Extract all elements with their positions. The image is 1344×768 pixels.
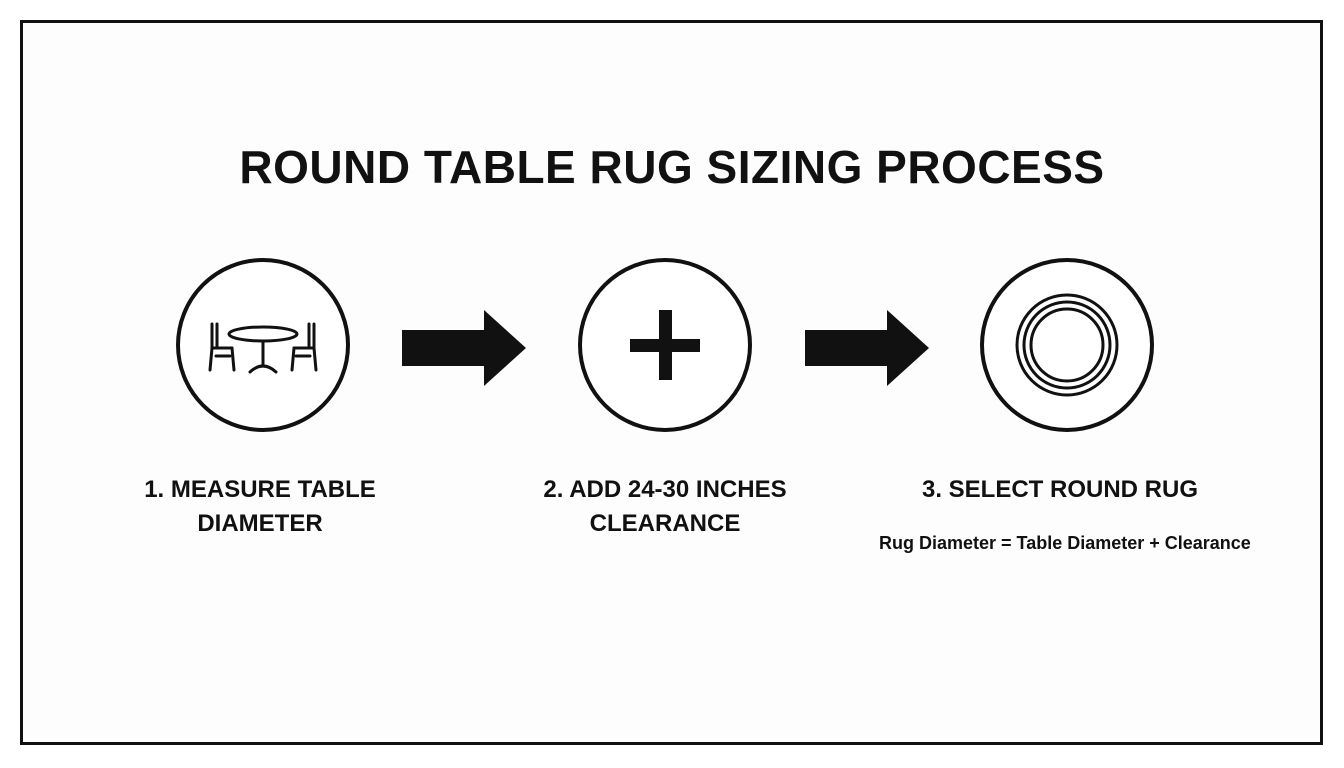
step-1-label: 1. MEASURE TABLE DIAMETER bbox=[144, 476, 376, 537]
arrow-right-icon bbox=[402, 310, 526, 386]
step-3-circle bbox=[980, 258, 1154, 432]
diagram-title: ROUND TABLE RUG SIZING PROCESS bbox=[239, 141, 1105, 193]
plus-icon bbox=[630, 310, 700, 380]
step-2-label: 2. ADD 24-30 INCHES CLEARANCE bbox=[543, 476, 787, 537]
step-2-circle bbox=[578, 258, 752, 432]
step-1-circle bbox=[176, 258, 350, 432]
formula-text: Rug Diameter = Table Diameter + Clearanc… bbox=[879, 533, 1251, 553]
step-3-label: 3. SELECT ROUND RUG bbox=[921, 476, 1199, 503]
round-rug-icon bbox=[1015, 293, 1119, 397]
dining-table-icon bbox=[208, 322, 318, 374]
arrow-right-icon bbox=[805, 310, 929, 386]
